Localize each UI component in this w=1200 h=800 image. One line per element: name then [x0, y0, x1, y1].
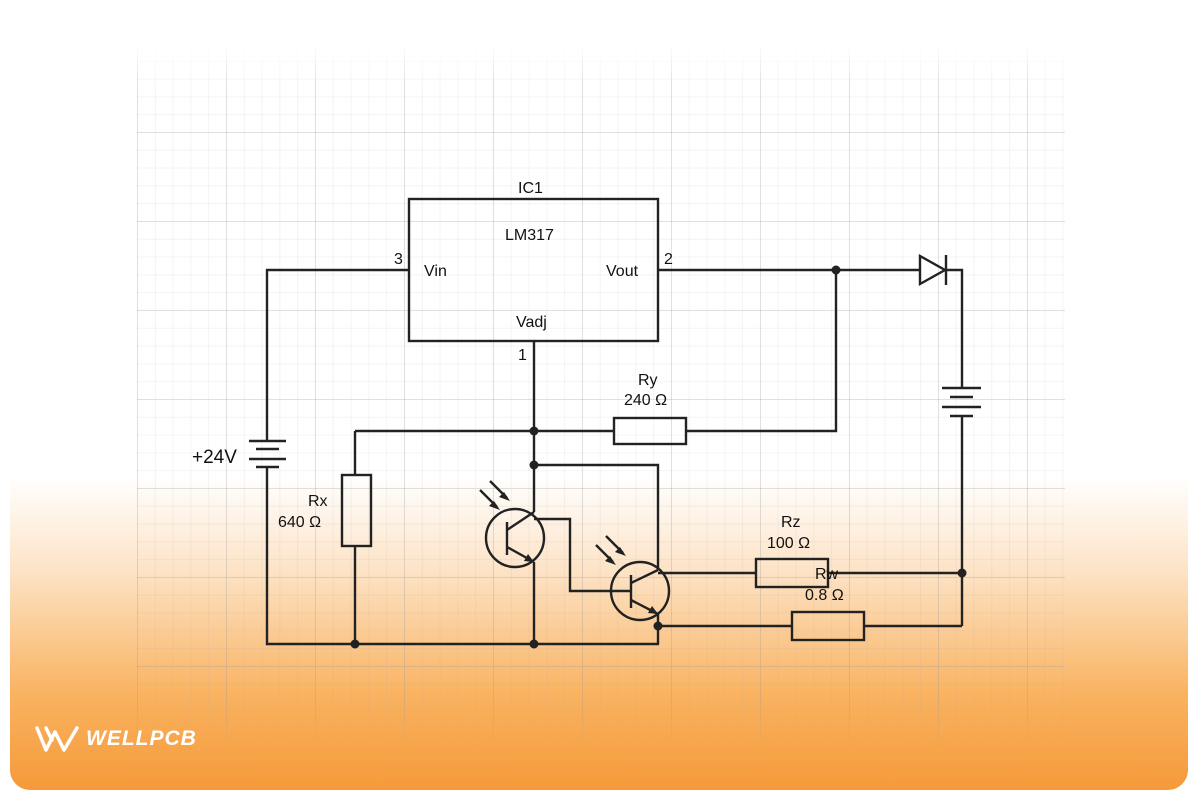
rx-name: Rx: [308, 493, 328, 510]
vin-wire: [265, 268, 409, 441]
brand-name: WELLPCB: [86, 727, 197, 750]
diode-symbol: [918, 253, 948, 287]
resistor-rx: [340, 473, 373, 548]
junction-dots: [350, 265, 967, 649]
battery-24v: [249, 439, 286, 469]
rw-value: 0.8 Ω: [805, 587, 844, 604]
pin-adj-label: Vadj: [516, 314, 547, 331]
pin-vout-number: 2: [664, 251, 673, 268]
battery-right: [942, 386, 981, 418]
grid-background: [137, 43, 1065, 748]
wellpcb-logo-icon: [35, 726, 79, 752]
resistor-ry: [612, 416, 688, 446]
resistor-rw: [790, 610, 866, 642]
rz-name: Rz: [781, 514, 801, 531]
phototransistor-1: [479, 480, 546, 569]
pin-vout-label: Vout: [606, 263, 639, 280]
ic-part-label: LM317: [505, 227, 554, 244]
pin-vin-number: 3: [394, 251, 403, 268]
ground-wire: [265, 467, 659, 646]
t1-to-t2-base: [534, 517, 631, 593]
ry-name: Ry: [638, 372, 658, 389]
ry-value: 240 Ω: [624, 392, 667, 409]
pin-adj-number: 1: [518, 347, 527, 364]
rx-value: 640 Ω: [278, 514, 321, 531]
brand-logo: WELLPCB: [34, 724, 197, 754]
diode-out-wire: [946, 268, 964, 388]
supply-label: +24V: [192, 447, 237, 468]
rz-value: 100 Ω: [767, 535, 810, 552]
feedback-wire: [686, 270, 838, 433]
rw-name: Rw: [815, 566, 839, 583]
ic-ref-label: IC1: [518, 180, 543, 197]
diagram-card: [10, 8, 1188, 790]
collector2-wire: [534, 463, 660, 570]
pin-vin-label: Vin: [424, 263, 447, 280]
phototransistor-2: [595, 535, 671, 622]
